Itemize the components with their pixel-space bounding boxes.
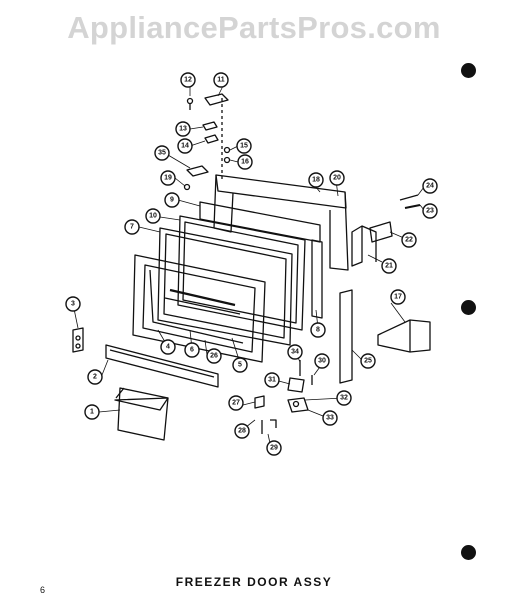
callout-24: 24 bbox=[422, 178, 438, 194]
leader-lines bbox=[72, 81, 425, 449]
shelf-rail bbox=[105, 344, 219, 388]
callout-label: 11 bbox=[217, 77, 225, 84]
bottom-hinge-parts bbox=[254, 360, 313, 434]
callout-32: 32 bbox=[336, 390, 352, 406]
binder-hole-bottom bbox=[461, 545, 476, 560]
callout-13: 13 bbox=[175, 121, 191, 137]
callout-15: 15 bbox=[236, 138, 252, 154]
callout-22: 22 bbox=[401, 232, 417, 248]
hinge-bracket-left bbox=[72, 327, 84, 353]
callout-16: 16 bbox=[237, 154, 253, 170]
callout-20: 20 bbox=[329, 170, 345, 186]
callout-label: 25 bbox=[364, 358, 372, 365]
diagram-title: FREEZER DOOR ASSY bbox=[175, 575, 333, 589]
callout-label: 31 bbox=[268, 377, 276, 384]
callout-label: 14 bbox=[181, 143, 189, 150]
callout-17: 17 bbox=[390, 289, 406, 305]
callout-label: 28 bbox=[238, 428, 246, 435]
callout-14: 14 bbox=[177, 138, 193, 154]
callout-11: 11 bbox=[213, 72, 229, 88]
callout-31: 31 bbox=[264, 372, 280, 388]
callout-label: 13 bbox=[179, 126, 187, 133]
callout-label: 9 bbox=[170, 197, 174, 204]
callout-label: 3 bbox=[71, 301, 75, 308]
callout-label: 32 bbox=[340, 395, 348, 402]
callout-4: 4 bbox=[160, 339, 176, 355]
callout-label: 15 bbox=[240, 143, 248, 150]
callout-1: 1 bbox=[84, 404, 100, 420]
page-number: 6 bbox=[40, 585, 46, 595]
right-bracket bbox=[351, 221, 393, 267]
callout-27: 27 bbox=[228, 395, 244, 411]
callout-label: 6 bbox=[190, 347, 194, 354]
callout-label: 29 bbox=[270, 445, 278, 452]
callout-label: 2 bbox=[93, 374, 97, 381]
callout-34: 34 bbox=[287, 344, 303, 360]
callout-25: 25 bbox=[360, 353, 376, 369]
callout-28: 28 bbox=[234, 423, 250, 439]
callout-18: 18 bbox=[308, 172, 324, 188]
callout-label: 5 bbox=[238, 362, 242, 369]
screws-right bbox=[399, 194, 421, 209]
door-trim-frames bbox=[157, 201, 321, 346]
callout-2: 2 bbox=[87, 369, 103, 385]
callout-label: 34 bbox=[291, 349, 299, 356]
top-hinge-parts bbox=[183, 93, 231, 191]
callout-8: 8 bbox=[310, 322, 326, 338]
callout-label: 22 bbox=[405, 237, 413, 244]
door-gasket-outer bbox=[213, 174, 349, 271]
callout-label: 27 bbox=[232, 400, 240, 407]
callout-21: 21 bbox=[381, 258, 397, 274]
callout-label: 4 bbox=[166, 344, 170, 351]
callout-label: 24 bbox=[426, 183, 434, 190]
callout-12: 12 bbox=[180, 72, 196, 88]
callout-label: 35 bbox=[158, 150, 166, 157]
side-rail bbox=[339, 289, 353, 384]
callout-label: 26 bbox=[210, 353, 218, 360]
callout-23: 23 bbox=[422, 203, 438, 219]
callout-label: 20 bbox=[333, 175, 341, 182]
callout-label: 18 bbox=[312, 177, 320, 184]
callout-label: 23 bbox=[426, 208, 434, 215]
watermark: AppliancePartsPros.com bbox=[67, 10, 441, 45]
callout-label: 1 bbox=[90, 409, 94, 416]
callout-10: 10 bbox=[145, 208, 161, 224]
door-bin bbox=[114, 387, 169, 441]
door-liner bbox=[132, 254, 266, 363]
breaker-strip bbox=[311, 239, 323, 319]
callout-7: 7 bbox=[124, 219, 140, 235]
callout-26: 26 bbox=[206, 348, 222, 364]
callout-33: 33 bbox=[322, 410, 338, 426]
binder-hole-middle bbox=[461, 300, 476, 315]
callout-3: 3 bbox=[65, 296, 81, 312]
hinge-cover bbox=[377, 319, 431, 353]
callout-label: 21 bbox=[385, 263, 393, 270]
callout-label: 10 bbox=[149, 213, 157, 220]
callout-label: 16 bbox=[241, 159, 249, 166]
callout-19: 19 bbox=[160, 170, 176, 186]
callout-label: 19 bbox=[164, 175, 172, 182]
callout-label: 17 bbox=[394, 294, 402, 301]
callout-label: 7 bbox=[130, 224, 134, 231]
callout-9: 9 bbox=[164, 192, 180, 208]
callout-30: 30 bbox=[314, 353, 330, 369]
callout-label: 30 bbox=[318, 358, 326, 365]
binder-hole-top bbox=[461, 63, 476, 78]
callout-5: 5 bbox=[232, 357, 248, 373]
callout-label: 33 bbox=[326, 415, 334, 422]
callout-6: 6 bbox=[184, 342, 200, 358]
callout-35: 35 bbox=[154, 145, 170, 161]
callout-29: 29 bbox=[266, 440, 282, 456]
callout-label: 12 bbox=[184, 77, 192, 84]
callout-label: 8 bbox=[316, 327, 320, 334]
